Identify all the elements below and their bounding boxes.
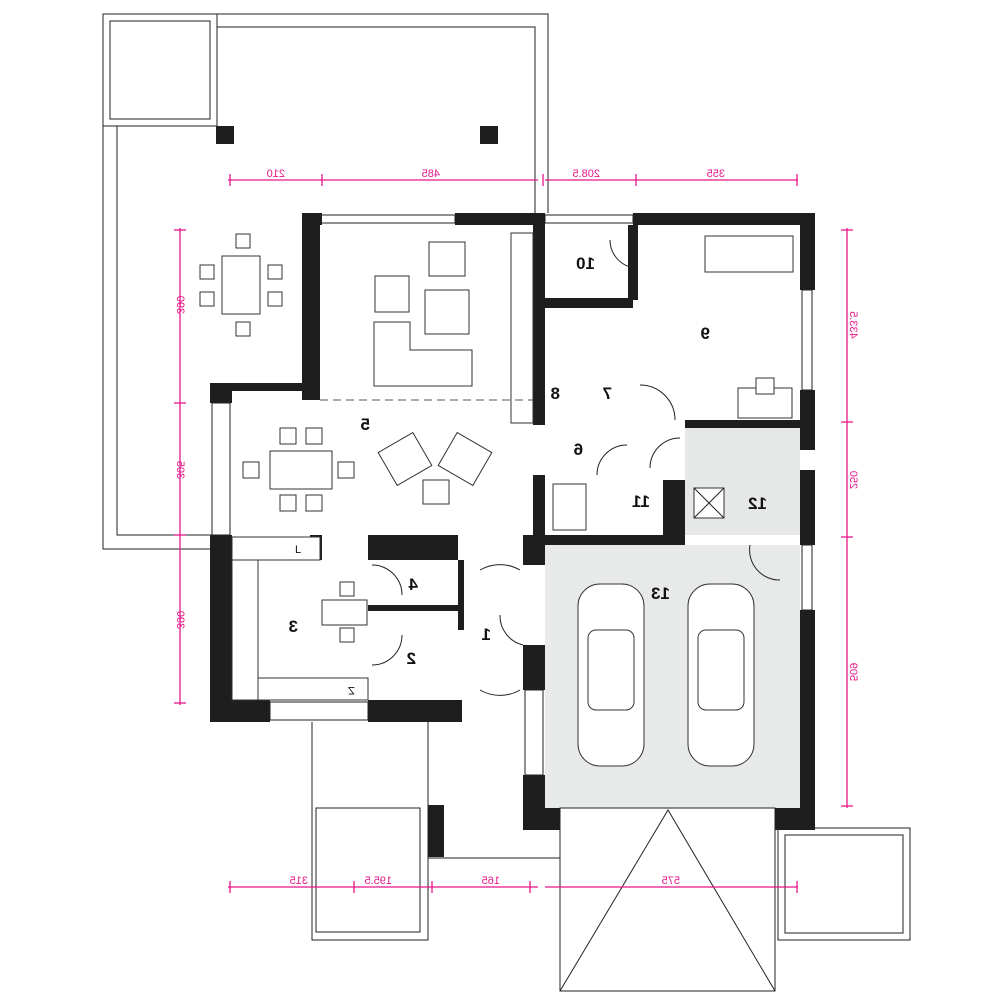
dim-right-2: 250: [847, 471, 859, 489]
dim-left-2: 305: [174, 461, 186, 479]
dim-right-3: 509: [847, 663, 859, 681]
room-13: 13: [651, 584, 670, 603]
dimension-lines: [174, 174, 853, 893]
room-12: 12: [748, 494, 767, 513]
dim-bottom-2: 195.5: [364, 875, 392, 887]
dim-top-2: 485: [422, 168, 440, 180]
room-9: 9: [701, 324, 710, 343]
carport: [311, 722, 911, 992]
dim-top-3: 208.5: [572, 168, 600, 180]
room-10: 10: [576, 254, 595, 273]
dim-left-1: 390: [174, 296, 186, 314]
windows: [211, 214, 813, 776]
dim-right-1: 433.5: [847, 311, 859, 339]
room-3: 3: [289, 617, 298, 636]
dim-bottom-3: 165: [482, 875, 500, 887]
walls: [210, 213, 815, 830]
room-6: 6: [574, 440, 583, 459]
dim-top-4: 355: [707, 168, 725, 180]
dim-top-1: 210: [267, 168, 285, 180]
dim-bottom-4: 575: [662, 875, 680, 887]
room-4: 4: [408, 575, 418, 594]
doors: [371, 239, 781, 696]
room-7: 7: [603, 384, 612, 403]
fridge-mark: L: [295, 544, 301, 556]
room-5: 5: [361, 415, 370, 434]
dimension-labels: 210 485 208.5 355 315 195.5 165 575 390 …: [174, 168, 859, 887]
room-2: 2: [407, 649, 416, 668]
dim-bottom-1: 315: [290, 875, 308, 887]
cars: [577, 583, 755, 767]
furniture: [199, 232, 794, 701]
terrace: [102, 13, 549, 550]
room-8: 8: [551, 384, 560, 403]
room-1: 1: [482, 625, 491, 644]
room-11: 11: [632, 492, 650, 511]
dim-left-3: 390: [174, 611, 186, 629]
dishwasher-mark: Z: [348, 684, 355, 696]
room-labels: 1 2 3 4 5 6 7 8 9 10 11 12 13: [289, 254, 767, 668]
